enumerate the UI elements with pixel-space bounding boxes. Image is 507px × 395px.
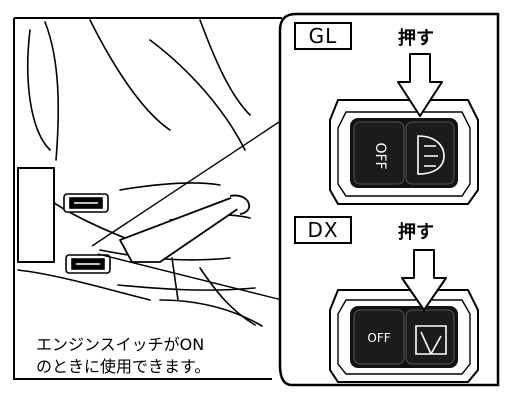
rear-defogger-icon <box>417 135 445 175</box>
dx-push-label: 押す <box>398 222 434 243</box>
push-arrow-icon <box>397 53 443 117</box>
caption-line-1: エンジンスイッチがON <box>36 335 205 354</box>
gl-off-label: OFF <box>372 142 388 169</box>
dx-off-label: OFF <box>367 331 390 345</box>
parking-brake-lever <box>119 194 251 263</box>
gl-switch: OFF <box>329 99 479 205</box>
console-switch-upper <box>63 193 109 213</box>
caption: エンジンスイッチがON のときに使用できます。 <box>36 334 210 378</box>
gl-push-label: 押す <box>398 28 434 49</box>
console-switch-lower <box>65 254 111 274</box>
caption-line-2: のときに使用できます。 <box>36 357 211 376</box>
dx-switch: OFF <box>329 289 479 383</box>
dx-tag: DX <box>294 216 352 244</box>
push-arrow-icon <box>401 249 447 311</box>
rear-wiper-icon <box>415 325 447 355</box>
gl-tag: GL <box>294 22 352 50</box>
